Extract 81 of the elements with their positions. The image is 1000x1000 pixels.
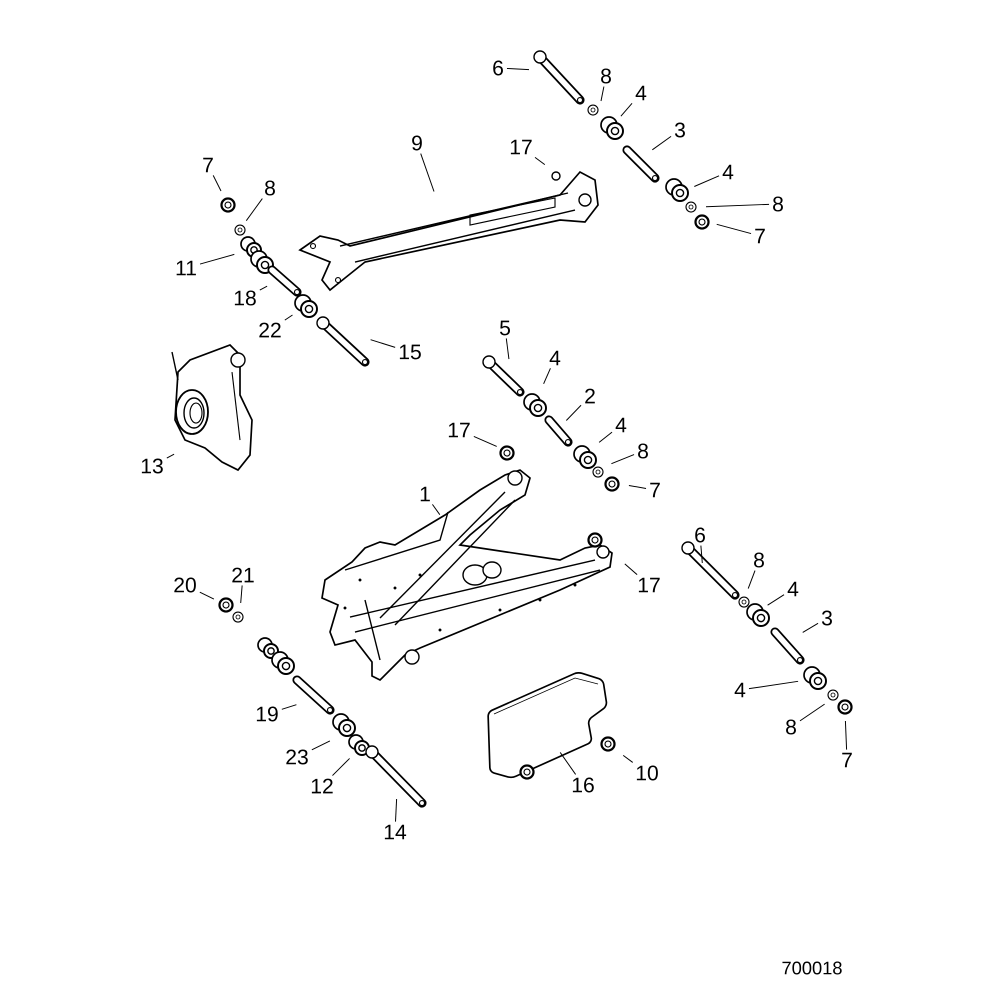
callout-number: 10	[636, 766, 658, 780]
callout-number: 4	[616, 418, 626, 432]
leader-line	[246, 198, 263, 222]
callout-number: 7	[842, 752, 852, 768]
leader-line	[534, 156, 546, 166]
leader-line	[652, 136, 672, 150]
leader-line	[844, 720, 848, 750]
leader-line	[332, 758, 350, 776]
callout-number: 20	[174, 578, 196, 592]
callout-number: 7	[650, 482, 660, 498]
callout-number: 3	[822, 610, 832, 626]
callout-number: 7	[755, 228, 765, 244]
callout-number: 18	[234, 290, 256, 306]
callout-number: 8	[754, 552, 764, 568]
leader-line	[506, 338, 510, 360]
callout-number: 17	[638, 578, 660, 592]
callout-number: 5	[500, 320, 510, 336]
callout-number: 2	[585, 388, 595, 404]
leader-line	[259, 286, 268, 291]
leader-line	[240, 584, 243, 604]
leader-line	[628, 485, 647, 489]
leader-line	[706, 204, 770, 208]
leader-line	[370, 339, 396, 348]
callout-number: 19	[256, 706, 278, 722]
callout-number: 16	[572, 778, 594, 792]
leader-line	[700, 545, 703, 564]
callout-number: 23	[286, 750, 308, 764]
leader-line	[600, 86, 604, 102]
leader-line	[166, 454, 175, 459]
callout-number: 17	[448, 422, 470, 438]
leader-line	[620, 102, 633, 117]
callout-number: 8	[638, 444, 648, 458]
callout-number: 14	[384, 824, 406, 840]
callout-number: 21	[232, 568, 254, 582]
leader-line	[622, 754, 634, 763]
callout-number: 8	[773, 196, 783, 212]
leader-line	[560, 752, 576, 775]
leader-line	[802, 622, 819, 633]
callout-number: 9	[412, 136, 422, 150]
leader-line	[610, 454, 635, 464]
callout-number: 7	[203, 158, 213, 172]
callout-number: 1	[420, 486, 430, 502]
leader-line	[432, 504, 440, 516]
leader-line	[694, 175, 720, 187]
leader-line	[716, 224, 752, 234]
leader-line	[543, 368, 551, 384]
leader-line	[748, 680, 799, 690]
leader-line	[395, 798, 398, 822]
callout-number: 4	[788, 582, 798, 596]
callout-number: 8	[265, 180, 275, 196]
leader-line	[566, 404, 582, 421]
callout-number: 13	[142, 458, 163, 474]
callout-number: 8	[601, 68, 611, 84]
callout-number: 6	[493, 60, 503, 76]
callout-number: 12	[312, 778, 333, 794]
leader-line	[799, 704, 826, 722]
callout-number: 4	[636, 86, 646, 100]
figure-number: 700018	[782, 962, 842, 974]
callout-number: 15	[400, 344, 421, 360]
callout-number: 4	[722, 164, 734, 180]
leader-line	[506, 68, 530, 70]
leader-line	[200, 254, 235, 265]
callout-number: 6	[695, 528, 705, 542]
callout-number: 4	[550, 350, 560, 366]
leader-line	[473, 436, 498, 447]
leader-line	[281, 704, 297, 710]
leader-line	[624, 563, 638, 576]
callout-number: 17	[510, 140, 532, 154]
callout-number: 8	[786, 720, 796, 734]
leader-line	[212, 174, 222, 192]
callout-number: 22	[259, 322, 281, 338]
leader-line	[748, 570, 756, 590]
callout-number: 11	[176, 260, 196, 276]
leader-line	[598, 432, 613, 443]
leader-line	[420, 153, 434, 192]
callout-number: 4	[734, 682, 746, 698]
callout-number: 3	[674, 122, 685, 138]
leader-line	[284, 314, 293, 321]
leader-line	[311, 740, 330, 750]
leader-line	[199, 592, 214, 600]
leader-line	[767, 594, 785, 606]
